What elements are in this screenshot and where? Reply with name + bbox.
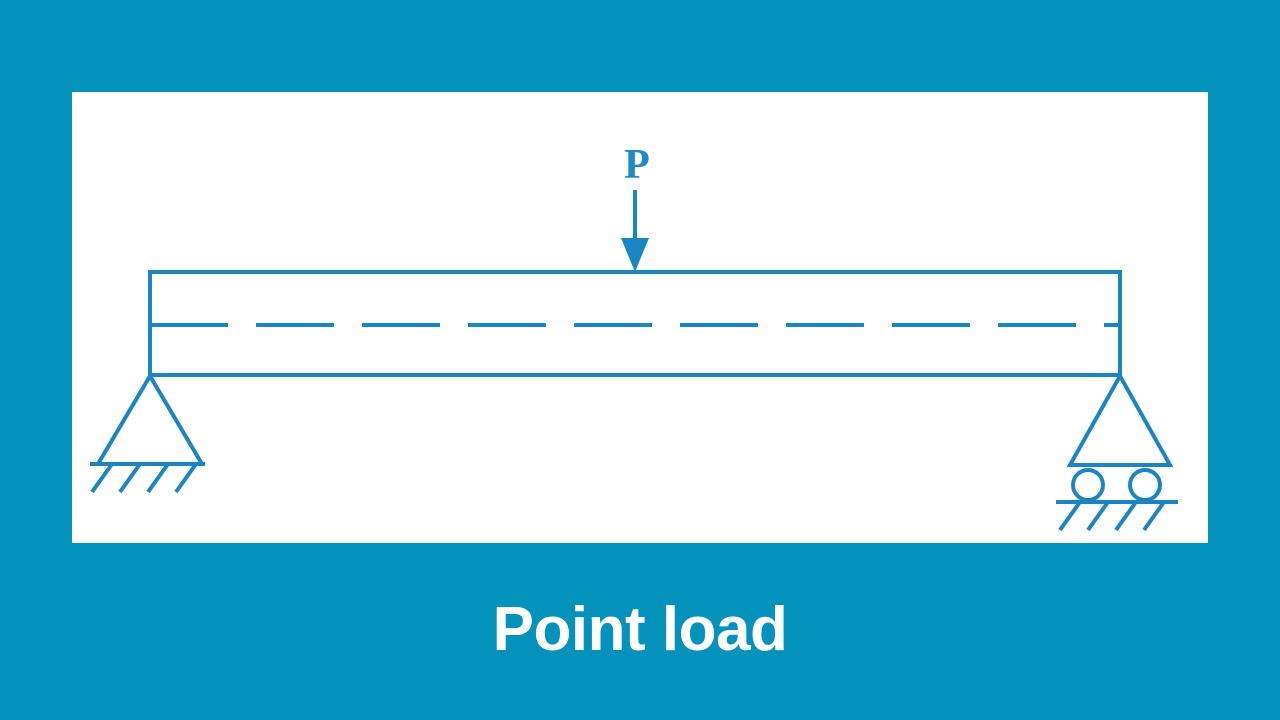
load-label-p: P <box>624 142 650 188</box>
slide-caption: Point load <box>492 595 788 664</box>
right-support-triangle <box>1066 371 1174 467</box>
right-support-roller <box>1056 371 1178 532</box>
right-roller-circle-2 <box>1128 468 1162 502</box>
right-roller-circle-1 <box>1071 468 1105 502</box>
figure-panel: P <box>72 92 1208 543</box>
left-support-triangle <box>94 372 206 466</box>
beam-diagram: P <box>90 142 1178 532</box>
right-ground-hatching <box>1058 500 1166 532</box>
load-arrow-head-icon <box>621 238 649 272</box>
left-ground-hatching <box>90 462 198 494</box>
left-support-pinned <box>90 372 206 494</box>
